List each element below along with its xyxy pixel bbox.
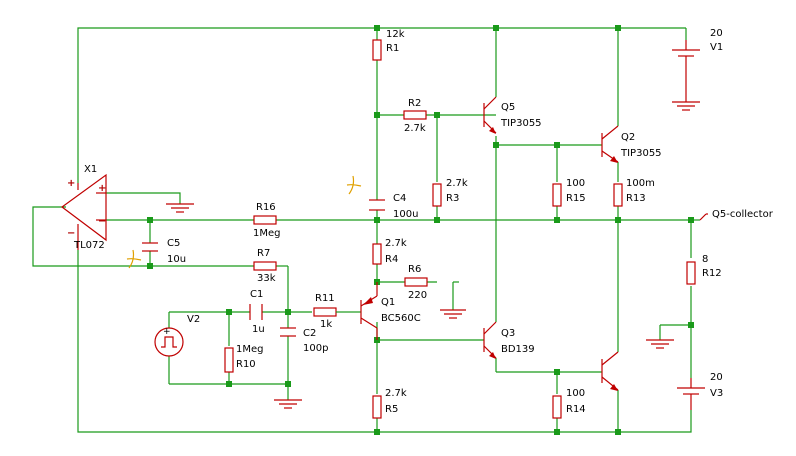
c1-ref: C1 (250, 289, 263, 300)
resistor-r5 (372, 395, 382, 419)
net-label-text: Q5-collector (712, 209, 774, 220)
opamp-supply-plus: + (67, 178, 75, 189)
junction-dots (147, 25, 694, 435)
r11-ref: R11 (315, 293, 335, 304)
v3-value: 20 (710, 372, 723, 383)
v1-value: 20 (710, 28, 723, 39)
r15-value: 100 (566, 178, 585, 189)
c2-value: 100p (303, 343, 328, 354)
q2-value: TIP3055 (620, 148, 662, 159)
resistor-r4 (372, 243, 382, 265)
r5-ref: R5 (385, 404, 398, 415)
c4-value: 100u (393, 209, 418, 220)
wires (32, 27, 700, 433)
transistors: Q1 BC560C Q5 TIP3055 Q2 TIP3055 Q3 (360, 96, 662, 391)
resistors: 12k R1 R2 2.7k 2.7k R3 2.7k R4 2.7k R5 R… (224, 29, 722, 419)
r6-value: 220 (408, 290, 427, 301)
r3-ref: R3 (446, 193, 459, 204)
resistor-r16 (253, 215, 277, 225)
r14-ref: R14 (566, 404, 586, 415)
opamp-plus-sign: + (98, 183, 106, 194)
resistor-r13 (613, 183, 623, 207)
resistor-r7 (253, 261, 277, 271)
transistor-q1 (360, 282, 378, 340)
q1-value: BC560C (381, 313, 421, 324)
q1-ref: Q1 (381, 297, 395, 308)
r10-value: 1Meg (236, 344, 264, 355)
r6-ref: R6 (408, 264, 421, 275)
r5-value: 2.7k (385, 388, 407, 399)
r12-ref: R12 (702, 268, 722, 279)
battery-v3: 20 V3 (677, 372, 723, 410)
r13-ref: R13 (626, 193, 646, 204)
ground-icon (672, 101, 700, 111)
transistor-q2 (601, 125, 619, 163)
q4-value: TIP3055 (500, 118, 542, 129)
c5-ref: C5 (167, 238, 180, 249)
v3-ref: V3 (710, 388, 723, 399)
probe-markers (126, 175, 362, 269)
resistor-r1 (372, 39, 382, 61)
r4-value: 2.7k (385, 238, 407, 249)
r13-value: 100m (626, 178, 655, 189)
ground-icon (646, 339, 674, 349)
transistor-q4 (483, 96, 497, 134)
svg-text:+: + (163, 327, 171, 337)
pulse-source-v2: + V2 (154, 314, 200, 357)
r15-ref: R15 (566, 193, 586, 204)
r1-value: 12k (386, 29, 405, 40)
r7-value: 33k (257, 273, 276, 284)
r4-ref: R4 (385, 254, 398, 265)
r16-ref: R16 (256, 202, 276, 213)
ground-icon (166, 203, 194, 213)
transistor-q3 (483, 321, 497, 359)
resistor-r11 (313, 307, 337, 317)
resistor-r3 (432, 183, 442, 207)
r2-value: 2.7k (404, 123, 426, 134)
ground-icon (440, 309, 466, 319)
r2-ref: R2 (408, 98, 421, 109)
resistor-r10 (224, 347, 234, 373)
v1-ref: V1 (710, 42, 723, 53)
c5-value: 10u (167, 254, 186, 265)
resistor-r15 (552, 183, 562, 207)
r3-value: 2.7k (446, 178, 468, 189)
net-label-output: Q5-collector (699, 209, 774, 221)
resistor-r6 (404, 277, 428, 287)
v2-ref: V2 (187, 314, 200, 325)
r11-value: 1k (320, 319, 332, 330)
transistor-q5 (601, 351, 619, 391)
c2-ref: C2 (303, 328, 316, 339)
c4-ref: C4 (393, 193, 406, 204)
resistor-r14 (552, 395, 562, 419)
opamp-x1: + − + − X1 TL072 (60, 164, 107, 251)
q3-value: BD139 (501, 344, 535, 355)
r12-value: 8 (702, 254, 708, 265)
opamp-minus-sign: − (98, 216, 106, 227)
capacitor-c5 (142, 242, 158, 252)
r14-value: 100 (566, 388, 585, 399)
capacitor-c4 (369, 199, 385, 211)
x1-ref: X1 (84, 164, 97, 175)
r16-value: 1Meg (253, 228, 281, 239)
opamp-supply-minus: − (67, 228, 75, 239)
r1-ref: R1 (386, 43, 399, 54)
x1-value: TL072 (73, 240, 105, 251)
q4-ref: Q5 (501, 102, 515, 113)
capacitors: C1 1u C2 100p C4 100u C5 10u (142, 193, 418, 354)
resistor-r2 (403, 110, 427, 120)
q2-ref: Q2 (621, 132, 635, 143)
r7-ref: R7 (257, 248, 270, 259)
c1-value: 1u (252, 324, 265, 335)
resistor-r12 (686, 261, 696, 285)
battery-v1: 20 V1 (672, 28, 723, 102)
ground-icon (274, 399, 302, 409)
r10-ref: R10 (236, 359, 256, 370)
q3-ref: Q3 (501, 328, 515, 339)
capacitor-c1 (249, 304, 263, 320)
capacitor-c2 (280, 327, 296, 337)
